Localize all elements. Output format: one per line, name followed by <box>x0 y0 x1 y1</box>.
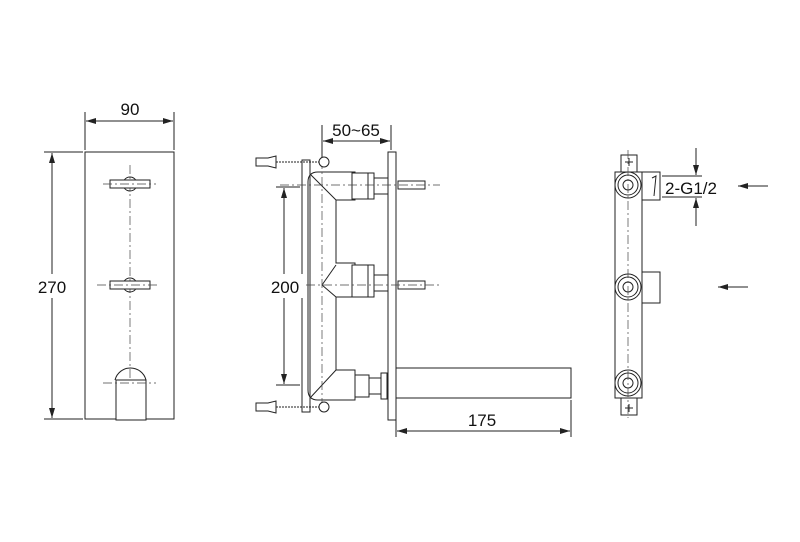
thread-dimension-label: 2-G1/2 <box>665 179 717 198</box>
handle-top <box>103 176 156 192</box>
height-dimension-label: 270 <box>38 278 66 297</box>
backplate <box>387 151 397 421</box>
rear-view: 2-G1/2 <box>614 148 768 418</box>
spout <box>395 367 572 399</box>
depth-dimension-label: 50~65 <box>332 121 380 140</box>
wall-anchor-top <box>255 155 330 169</box>
spout-dimension-label: 175 <box>468 411 496 430</box>
width-dimension-label: 90 <box>121 100 140 119</box>
side-view: 50~65 <box>255 121 572 437</box>
spout-front <box>103 367 156 421</box>
spacing-dimension-label: 200 <box>271 278 299 297</box>
valve-body <box>307 171 356 401</box>
front-view: 90 270 <box>34 100 175 421</box>
wall-anchor-bottom <box>255 400 330 414</box>
handle-middle <box>97 277 160 293</box>
